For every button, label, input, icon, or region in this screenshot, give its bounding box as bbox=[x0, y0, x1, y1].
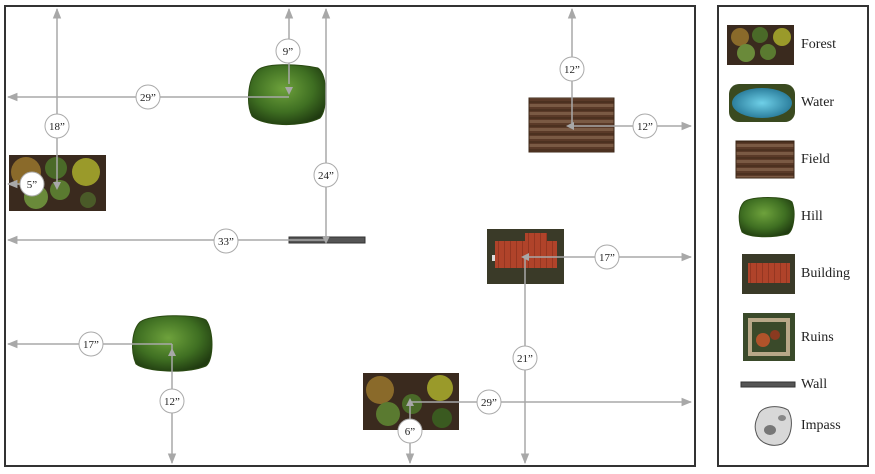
legend-frame bbox=[717, 5, 869, 467]
hill-top bbox=[248, 64, 327, 126]
measurement-circles bbox=[19, 38, 658, 444]
hill-icon bbox=[738, 197, 795, 238]
map-frame bbox=[4, 5, 696, 467]
legend-label-ruins: Ruins bbox=[801, 330, 834, 345]
ruins-icon bbox=[743, 313, 795, 361]
label-forest-low-right: 29” bbox=[481, 397, 497, 409]
label-wall-top: 24” bbox=[318, 170, 334, 182]
label-wall-left: 33” bbox=[218, 236, 234, 248]
wall-icon bbox=[740, 381, 796, 388]
label-hill-top-edge: 9” bbox=[283, 46, 294, 58]
impassable-rock-icon bbox=[754, 406, 792, 446]
label-field-right: 12” bbox=[637, 121, 653, 133]
forest-icon bbox=[727, 25, 794, 65]
legend-label-field: Field bbox=[801, 152, 830, 167]
label-forest-left-top: 18” bbox=[49, 121, 65, 133]
label-hill-low-bottom: 12” bbox=[164, 396, 180, 408]
label-building-bottom: 21” bbox=[517, 353, 533, 365]
feature-arrowheads bbox=[53, 87, 574, 406]
building-icon bbox=[742, 254, 795, 294]
water-icon bbox=[729, 84, 795, 122]
legend-label-impass: Impass bbox=[801, 418, 841, 433]
legend-label-hill: Hill bbox=[801, 209, 823, 224]
label-forest-left-left: 5” bbox=[27, 179, 38, 191]
label-hill-low-left: 17” bbox=[83, 339, 99, 351]
legend-label-building: Building bbox=[801, 266, 851, 281]
hill-lower bbox=[132, 315, 213, 372]
label-field-top: 12” bbox=[564, 64, 580, 76]
label-building-right: 17” bbox=[599, 252, 615, 264]
field-icon bbox=[735, 140, 795, 179]
legend-label-water: Water bbox=[801, 95, 835, 110]
legend-label-wall: Wall bbox=[801, 377, 828, 392]
label-forest-low-bottom: 6” bbox=[405, 426, 416, 438]
legend-label-forest: Forest bbox=[801, 37, 836, 52]
label-hill-top-left: 29” bbox=[140, 92, 156, 104]
